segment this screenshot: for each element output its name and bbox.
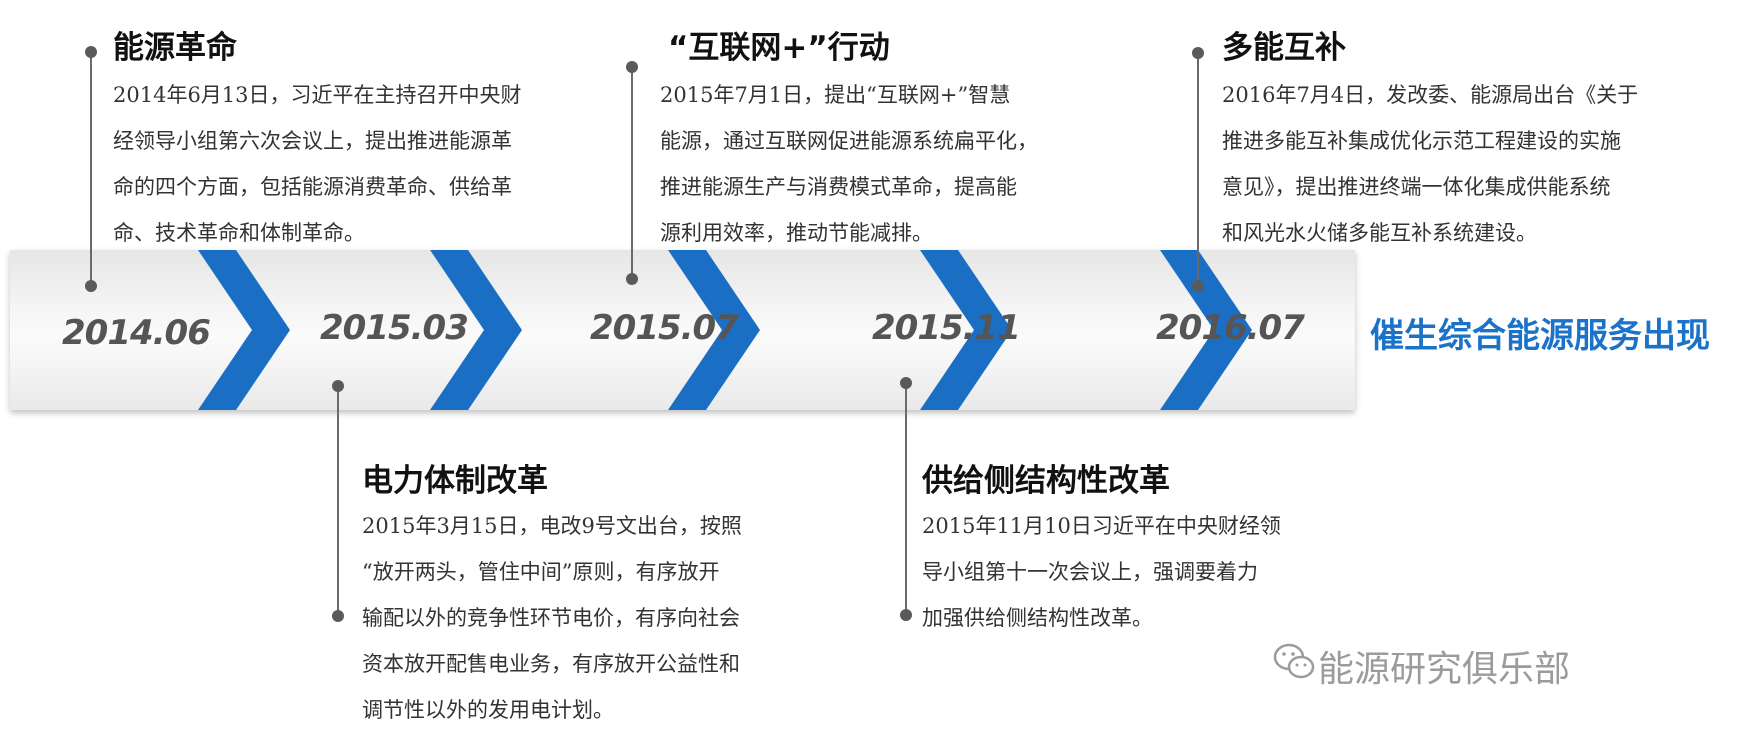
event-line: 推进多能互补集成优化示范工程建设的实施 bbox=[1222, 129, 1621, 153]
chevron-arrow-icon bbox=[668, 250, 760, 410]
event-line: 2014年6月13日，习近平在主持召开中央财 bbox=[113, 83, 522, 107]
connector-dot bbox=[1192, 47, 1204, 59]
connector-dot bbox=[900, 377, 912, 389]
event-line: “放开两头，管住中间”原则，有序放开 bbox=[362, 560, 720, 584]
event-description: 2015年11月10日习近平在中央财经领 导小组第十一次会议上，强调要着力 加强… bbox=[922, 503, 1352, 641]
event-line: 和风光水火储多能互补系统建设。 bbox=[1222, 221, 1537, 245]
event-line: 资本放开配售电业务，有序放开公益性和 bbox=[362, 652, 740, 676]
connector-dot bbox=[1192, 280, 1204, 292]
connector-line bbox=[631, 66, 633, 280]
wechat-icon bbox=[1272, 640, 1316, 684]
event-line: 源利用效率，推动节能减排。 bbox=[660, 221, 933, 245]
event-line: 命、技术革命和体制革命。 bbox=[113, 221, 365, 245]
event-description: 2016年7月4日，发改委、能源局出台《关于 推进多能互补集成优化示范工程建设的… bbox=[1222, 72, 1727, 256]
event-title: “互联网+”行动 bbox=[668, 30, 890, 66]
event-description: 2015年7月1日，提出“互联网+”智慧 能源，通过互联网促进能源系统扁平化， … bbox=[660, 72, 1130, 256]
event-line: 2015年11月10日习近平在中央财经领 bbox=[922, 514, 1281, 538]
event-line: 2015年3月15日，电改9号文出台，按照 bbox=[362, 514, 742, 538]
year-label: 2015.03 bbox=[320, 308, 469, 348]
event-line: 输配以外的竞争性环节电价，有序向社会 bbox=[362, 606, 740, 630]
connector-line bbox=[90, 50, 92, 286]
connector-dot bbox=[626, 273, 638, 285]
chevron-arrow-icon bbox=[198, 250, 290, 410]
event-line: 2016年7月4日，发改委、能源局出台《关于 bbox=[1222, 83, 1639, 107]
event-line: 加强供给侧结构性改革。 bbox=[922, 606, 1153, 630]
connector-line bbox=[1197, 52, 1199, 286]
connector-dot bbox=[85, 46, 97, 58]
year-label: 2016.07 bbox=[1156, 308, 1305, 348]
event-line: 调节性以外的发用电计划。 bbox=[362, 698, 614, 722]
event-title: 电力体制改革 bbox=[362, 463, 548, 499]
watermark-text: 能源研究俱乐部 bbox=[1318, 649, 1571, 690]
event-line: 命的四个方面，包括能源消费革命、供给革 bbox=[113, 175, 512, 199]
event-line: 2015年7月1日，提出“互联网+”智慧 bbox=[660, 83, 1011, 107]
event-description: 2015年3月15日，电改9号文出台，按照 “放开两头，管住中间”原则，有序放开… bbox=[362, 503, 822, 733]
event-line: 推进能源生产与消费模式革命，提高能 bbox=[660, 175, 1017, 199]
event-line: 经领导小组第六次会议上，提出推进能源革 bbox=[113, 129, 512, 153]
event-description: 2014年6月13日，习近平在主持召开中央财 经领导小组第六次会议上，提出推进能… bbox=[113, 72, 605, 256]
event-title: 能源革命 bbox=[113, 30, 237, 66]
chevron-arrow-icon bbox=[1160, 250, 1252, 410]
chevron-arrow-icon bbox=[430, 250, 522, 410]
connector-dot bbox=[332, 610, 344, 622]
event-line: 能源，通过互联网促进能源系统扁平化， bbox=[660, 129, 1038, 153]
connector-dot bbox=[85, 280, 97, 292]
chevron-arrow-icon bbox=[920, 250, 1012, 410]
year-label: 2014.06 bbox=[62, 313, 211, 353]
connector-line bbox=[905, 382, 907, 614]
event-line: 导小组第十一次会议上，强调要着力 bbox=[922, 560, 1258, 584]
event-title: 多能互补 bbox=[1222, 30, 1346, 66]
event-line: 意见》，提出推进终端一体化集成供能系统 bbox=[1222, 175, 1611, 199]
connector-dot bbox=[900, 609, 912, 621]
connector-line bbox=[337, 385, 339, 615]
connector-dot bbox=[332, 380, 344, 392]
year-label: 2015.07 bbox=[590, 308, 739, 348]
year-label: 2015.11 bbox=[872, 308, 1021, 348]
event-title: 供给侧结构性改革 bbox=[922, 463, 1170, 499]
result-label: 催生综合能源服务出现 bbox=[1370, 316, 1710, 356]
connector-dot bbox=[626, 61, 638, 73]
